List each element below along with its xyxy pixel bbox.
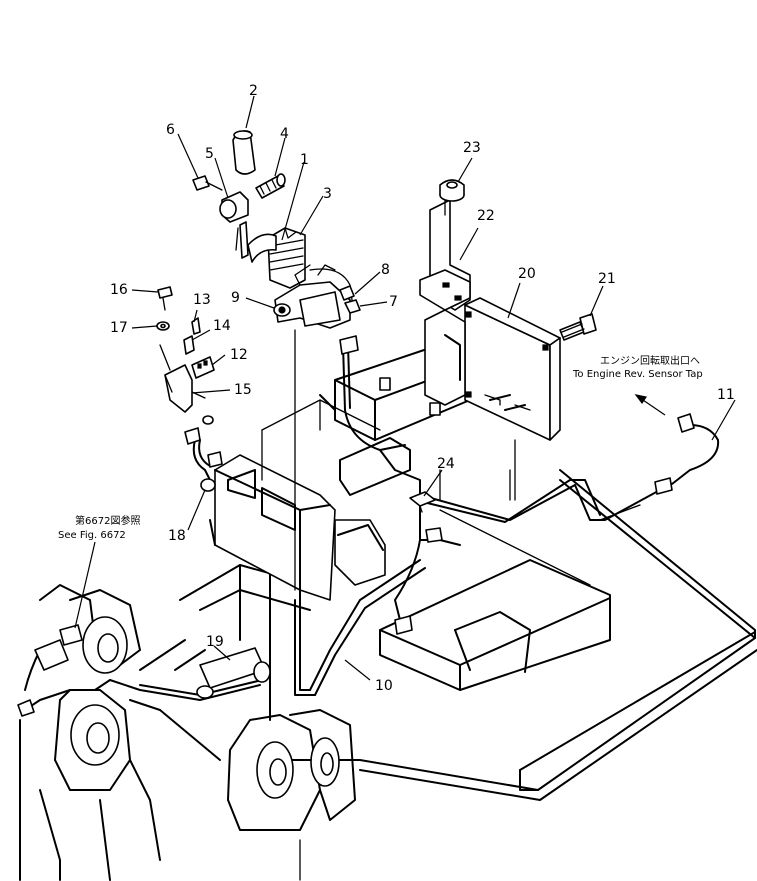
callout-19: 19 [206,634,224,650]
rubber-cushion [439,179,465,202]
callout-24: 24 [437,456,455,472]
callout-15: 15 [234,382,252,398]
callout-23: 23 [463,140,481,156]
callout-6: 6 [166,122,175,138]
counterweight-box [379,559,611,691]
callout-18: 18 [168,528,186,544]
callout-10: 10 [375,678,393,694]
callout-numbers: 1 2 3 4 5 6 7 8 9 10 11 12 13 14 15 16 1… [110,83,735,694]
callout-7: 7 [389,294,398,310]
callout-16: 16 [110,282,128,298]
notes: エンジン回転取出口へ To Engine Rev. Sensor Tap 第66… [58,354,703,541]
leader-lines [74,95,736,681]
callout-22: 22 [477,208,495,224]
controller-unit [464,297,561,501]
console-box [209,454,386,601]
lever-assembly [192,130,361,329]
callout-8: 8 [381,262,390,278]
callout-5: 5 [205,146,214,162]
bolt-21 [559,313,597,341]
callout-11: 11 [717,387,735,403]
engine-tap-arrow [634,394,666,416]
frame-bosses [19,584,356,881]
engine-tap-note-jp: エンジン回転取出口へ [600,354,700,367]
see-fig-note-en: See Fig. 6672 [58,530,126,541]
callout-21: 21 [598,271,616,287]
callout-1: 1 [300,152,309,168]
callout-13: 13 [193,292,211,308]
harness-clamp [409,491,436,513]
engine-tap-note-en: To Engine Rev. Sensor Tap [572,369,703,380]
callout-12: 12 [230,347,248,363]
callout-2: 2 [249,83,258,99]
callout-17: 17 [110,320,128,336]
switch-bracket-parts [156,286,215,425]
wiring-harness [17,335,720,717]
callout-9: 9 [231,290,240,306]
callout-20: 20 [518,266,536,282]
bracket [419,199,471,406]
callout-4: 4 [280,126,289,142]
callout-3: 3 [323,186,332,202]
see-fig-note-jp: 第6672図参照 [75,514,140,527]
callout-14: 14 [213,318,231,334]
